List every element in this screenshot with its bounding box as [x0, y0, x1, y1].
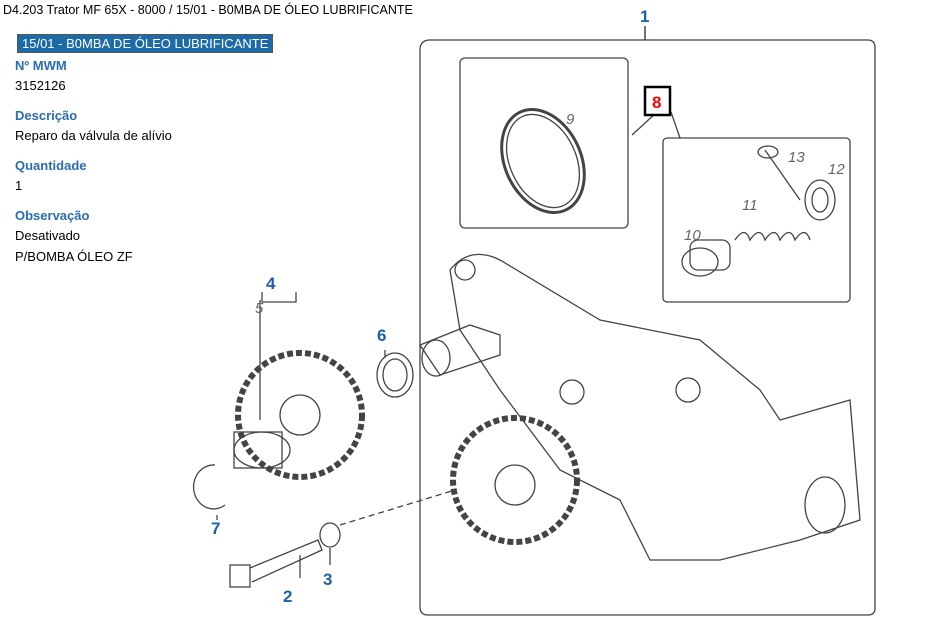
field-label-quantity: Quantidade — [15, 158, 87, 173]
assembly-frame — [419, 26, 876, 616]
callout-11[interactable]: 11 — [742, 197, 758, 214]
callout-7[interactable]: 7 — [211, 519, 220, 538]
field-value-quantity: 1 — [15, 178, 23, 193]
callout-13[interactable]: 13 — [788, 149, 805, 166]
field-value-observation: Desativado — [15, 228, 81, 243]
field-label-description: Descrição — [15, 108, 78, 123]
callout-1[interactable]: 1 — [640, 7, 649, 26]
callout-10[interactable]: 10 — [684, 227, 701, 244]
valve-kit-frame — [662, 137, 851, 303]
breadcrumb: D4.203 Trator MF 65X - 8000 / 15/01 - B0… — [3, 3, 413, 17]
callout-2[interactable]: 2 — [283, 587, 292, 606]
section-title: 15/01 - B0MBA DE ÓLEO LUBRIFICANTE — [17, 34, 274, 53]
field-value-description: Reparo da válvula de alívio — [15, 128, 172, 143]
field-value-observation-2: P/BOMBA ÓLEO ZF — [15, 249, 133, 264]
field-label-mwm: Nº MWM — [15, 58, 67, 73]
callout-9[interactable]: 9 — [566, 111, 575, 128]
callout-3[interactable]: 3 — [323, 570, 332, 589]
field-value-mwm: 3152126 — [15, 78, 66, 93]
callout-5[interactable]: 5 — [255, 300, 264, 317]
callout-8[interactable]: 8 — [652, 93, 661, 112]
field-label-observation: Observação — [15, 208, 90, 223]
callout-8-box[interactable] — [643, 85, 672, 117]
callout-4[interactable]: 4 — [266, 274, 276, 293]
callout-12[interactable]: 12 — [828, 161, 845, 178]
pump-body — [449, 253, 861, 561]
callout-6[interactable]: 6 — [377, 326, 386, 345]
gasket-frame — [459, 57, 629, 229]
